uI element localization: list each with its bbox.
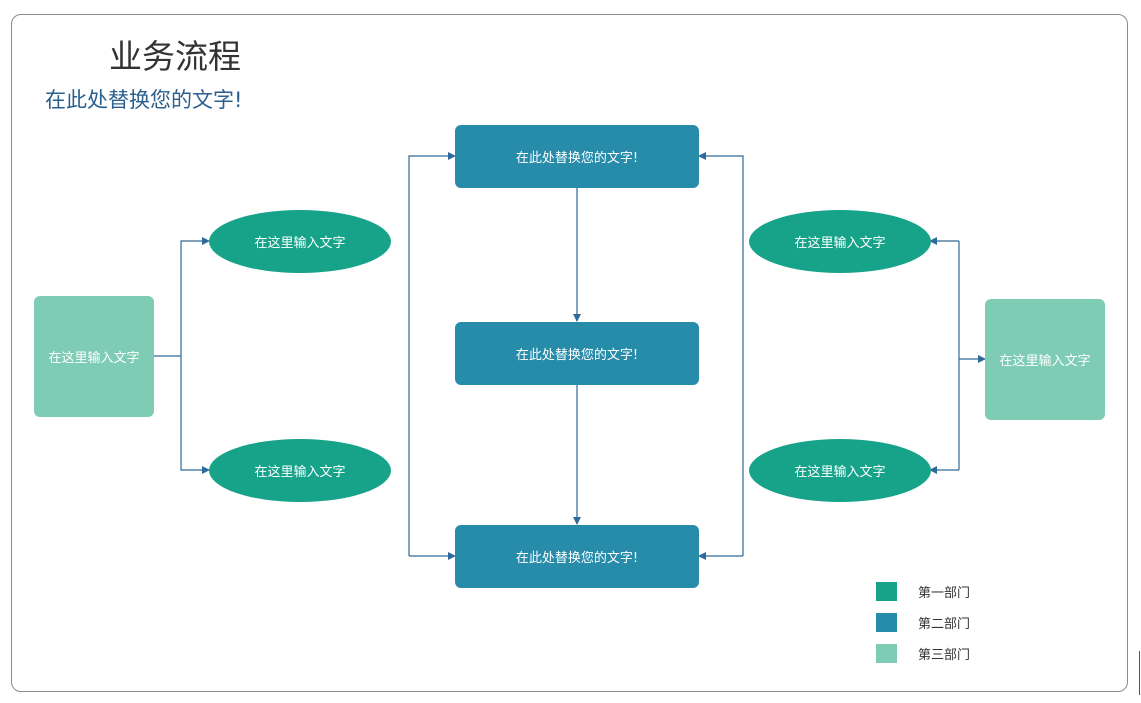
page-title: 业务流程 bbox=[109, 37, 241, 76]
edge-divider bbox=[1139, 651, 1140, 695]
right-box: 在这里输入文字 bbox=[985, 299, 1105, 420]
left-box: 在这里输入文字 bbox=[34, 296, 154, 417]
center-bottom-box: 在此处替换您的文字! bbox=[455, 525, 699, 588]
legend-item-department-1: 第一部门 bbox=[876, 582, 970, 601]
legend-item-department-2: 第二部门 bbox=[876, 613, 970, 632]
center-middle-box: 在此处替换您的文字! bbox=[455, 322, 699, 385]
right-top-ellipse: 在这里输入文字 bbox=[749, 210, 931, 273]
left-top-ellipse: 在这里输入文字 bbox=[209, 210, 391, 273]
connector-left-bus-to-center-top bbox=[408, 152, 456, 556]
right-bottom-ellipse: 在这里输入文字 bbox=[749, 439, 931, 502]
center-top-box: 在此处替换您的文字! bbox=[455, 125, 699, 188]
legend-swatch-2 bbox=[876, 613, 897, 632]
diagram-frame bbox=[11, 14, 1128, 692]
page-subtitle: 在此处替换您的文字! bbox=[45, 88, 243, 112]
legend-label-2: 第二部门 bbox=[918, 617, 971, 632]
legend-label-3: 第三部门 bbox=[918, 648, 971, 663]
legend-label-1: 第一部门 bbox=[918, 586, 971, 601]
legend-swatch-1 bbox=[876, 582, 897, 601]
connector-left-to-bottom-ellipse bbox=[180, 356, 210, 474]
left-bottom-ellipse: 在这里输入文字 bbox=[209, 439, 391, 502]
connector-right-bus-to-center-top bbox=[698, 152, 744, 556]
legend-item-department-3: 第三部门 bbox=[876, 644, 970, 663]
legend-swatch-3 bbox=[876, 644, 897, 663]
connector-left-to-top-ellipse bbox=[180, 237, 210, 356]
